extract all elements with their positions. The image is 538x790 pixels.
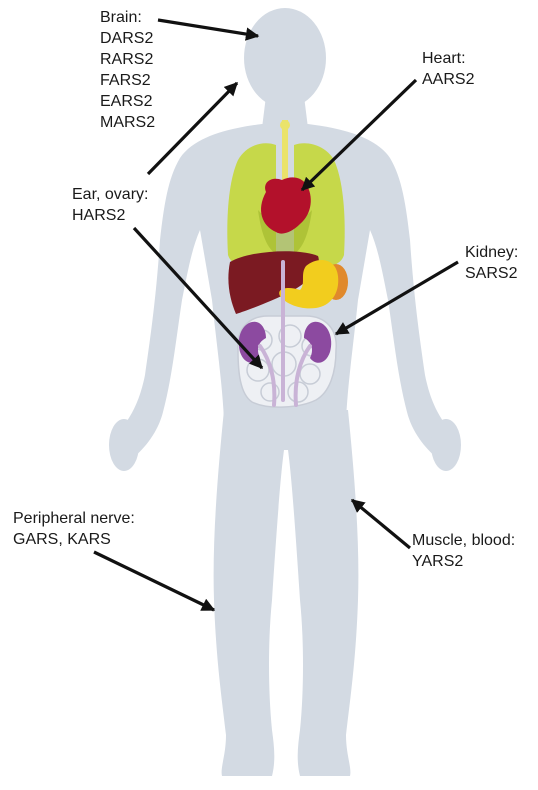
label-ear-ovary-title: Ear, ovary: (72, 184, 148, 205)
arrow-brain-to-head (158, 20, 258, 36)
label-kidney-gene: SARS2 (465, 263, 518, 284)
label-peripheral-nerve: Peripheral nerve: GARS, KARS (13, 508, 135, 550)
arrow-muscle-blood (352, 500, 410, 548)
label-ear-ovary-gene: HARS2 (72, 205, 148, 226)
label-peripheral-nerve-gene: GARS, KARS (13, 529, 135, 550)
larynx (280, 120, 290, 130)
label-muscle-blood-gene: YARS2 (412, 551, 515, 572)
label-peripheral-nerve-title: Peripheral nerve: (13, 508, 135, 529)
label-brain-title: Brain: (100, 7, 155, 28)
label-heart: Heart: AARS2 (422, 48, 474, 90)
label-brain-gene: EARS2 (100, 91, 155, 112)
label-brain: Brain: DARS2 RARS2 FARS2 EARS2 MARS2 (100, 7, 155, 133)
label-brain-gene: MARS2 (100, 112, 155, 133)
label-brain-gene: FARS2 (100, 70, 155, 91)
label-muscle-blood: Muscle, blood: YARS2 (412, 530, 515, 572)
label-kidney-title: Kidney: (465, 242, 518, 263)
label-brain-gene: DARS2 (100, 28, 155, 49)
label-heart-title: Heart: (422, 48, 474, 69)
label-heart-gene: AARS2 (422, 69, 474, 90)
label-brain-gene: RARS2 (100, 49, 155, 70)
label-kidney: Kidney: SARS2 (465, 242, 518, 284)
label-ear-ovary: Ear, ovary: HARS2 (72, 184, 148, 226)
label-muscle-blood-title: Muscle, blood: (412, 530, 515, 551)
arrow-peripheral-nerve (94, 552, 214, 610)
